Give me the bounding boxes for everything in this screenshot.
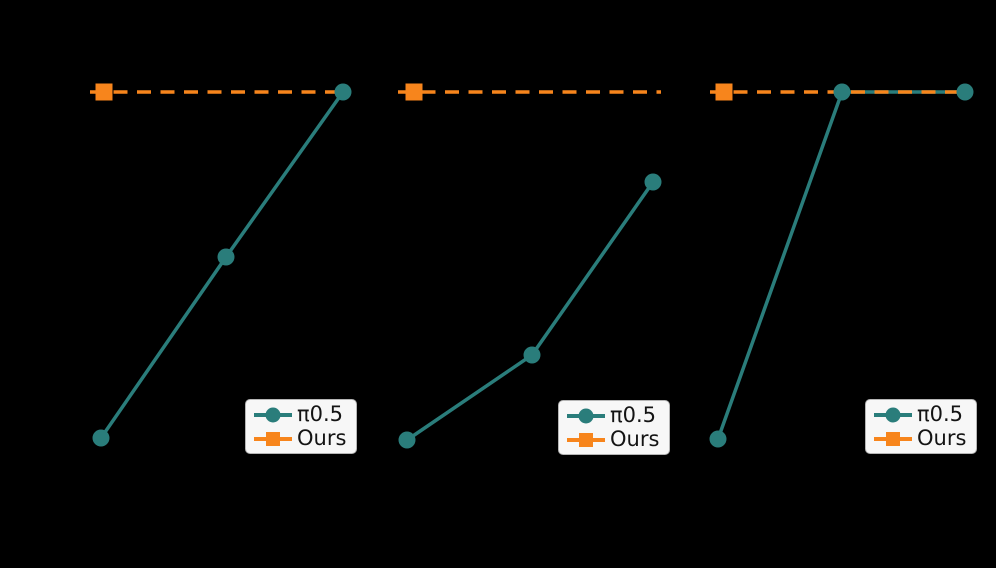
ours-legend-marker — [874, 430, 912, 447]
pi05-legend-marker — [874, 406, 912, 423]
pi05-marker-subplot-2 — [523, 346, 541, 364]
ours-marker-subplot-2 — [405, 83, 423, 101]
pi05-line-subplot-3 — [716, 90, 965, 440]
pi05-legend-label: π0.5 — [297, 402, 344, 426]
pi05-marker-subplot-3 — [833, 83, 851, 101]
pi05-line-subplot-1 — [99, 90, 345, 439]
pi05-marker-subplot-3 — [709, 430, 727, 448]
pi05-marker-subplot-1 — [217, 248, 235, 266]
pi05-marker-subplot-2 — [644, 173, 662, 191]
ours-legend-marker — [254, 430, 292, 447]
legend-entry-pi05: π0.5 — [567, 405, 662, 426]
ours-marker-subplot-3 — [715, 83, 733, 101]
ours-legend-label: Ours — [917, 426, 967, 450]
pi05-legend-label: π0.5 — [917, 402, 964, 426]
pi05-marker-subplot-3 — [956, 83, 974, 101]
ours-legend-label: Ours — [610, 427, 660, 451]
legend-entry-ours: Ours — [567, 429, 662, 450]
ours-marker-subplot-1 — [95, 83, 113, 101]
legend-subplot-1: π0.5 Ours — [245, 399, 357, 454]
legend-entry-pi05: π0.5 — [254, 404, 349, 425]
pi05-legend-marker — [567, 407, 605, 424]
legend-entry-pi05: π0.5 — [874, 404, 969, 425]
legend-subplot-3: π0.5 Ours — [865, 399, 977, 454]
pi05-marker-subplot-2 — [398, 431, 416, 449]
ours-legend-label: Ours — [297, 426, 347, 450]
ours-legend-marker — [567, 431, 605, 448]
legend-subplot-2: π0.5 Ours — [558, 400, 670, 455]
pi05-legend-marker — [254, 406, 292, 423]
pi05-legend-label: π0.5 — [610, 403, 657, 427]
legend-entry-ours: Ours — [254, 428, 349, 449]
legend-entry-ours: Ours — [874, 428, 969, 449]
pi05-marker-subplot-1 — [334, 83, 352, 101]
pi05-marker-subplot-1 — [92, 429, 110, 447]
